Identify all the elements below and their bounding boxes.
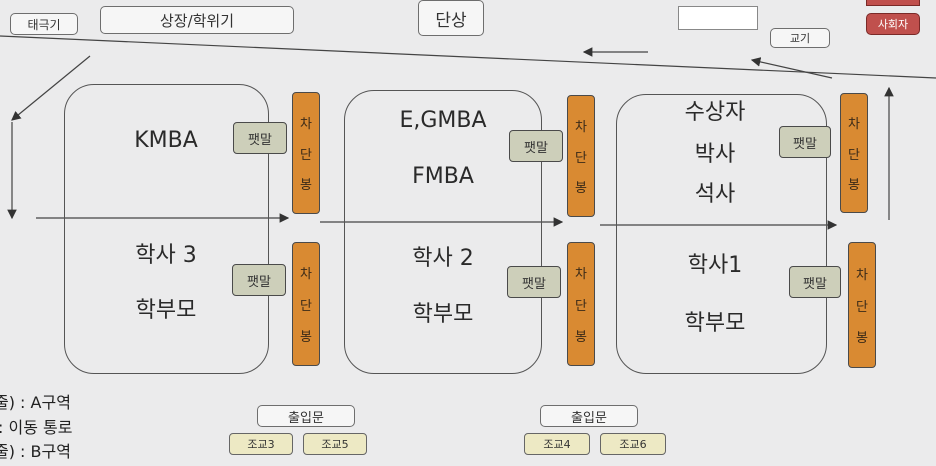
top-right-red-box bbox=[866, 0, 920, 6]
barrier-char: 단 bbox=[300, 298, 312, 314]
barrier-char: 봉 bbox=[575, 329, 587, 345]
legend-passage: : 이동 통로 bbox=[0, 418, 73, 437]
award-stand-box: 상장/학위기 bbox=[100, 6, 294, 34]
flag-label: 팻말 bbox=[522, 276, 546, 292]
emcee-label: 사회자 bbox=[877, 18, 909, 31]
zone-3 bbox=[616, 94, 827, 374]
zone-2-lower-1: 학부모 bbox=[412, 302, 474, 327]
flag-2-lower: 팻말 bbox=[507, 266, 561, 298]
barrier-char: 차 bbox=[848, 117, 860, 133]
flag-label: 팻말 bbox=[793, 136, 817, 152]
zone-2-upper-1: FMBA bbox=[412, 164, 474, 189]
barrier-char: 단 bbox=[575, 150, 587, 166]
assistant-6: 조교6 bbox=[600, 433, 666, 455]
zone-3-lower-1: 학부모 bbox=[684, 311, 746, 336]
zone-1-upper-0: KMBA bbox=[134, 128, 198, 153]
faculty-label: 교기 bbox=[789, 32, 811, 45]
barrier-char: 차 bbox=[300, 267, 312, 283]
stage-label: 단상 bbox=[435, 10, 467, 31]
stage-box: 단상 bbox=[418, 0, 484, 36]
zone-3-upper-1: 박사 bbox=[694, 142, 736, 167]
flag-label: 팻말 bbox=[803, 276, 827, 292]
zone-2 bbox=[344, 90, 542, 374]
award-stand-label: 상장/학위기 bbox=[159, 11, 235, 30]
barrier-char: 봉 bbox=[300, 329, 312, 345]
barrier-char: 봉 bbox=[856, 331, 868, 347]
legend-a-zone: 줄) : A구역 bbox=[0, 393, 71, 412]
taegukgi-box: 태극기 bbox=[10, 13, 78, 35]
assistant-5-label: 조교5 bbox=[321, 438, 349, 451]
flag-1-upper: 팻말 bbox=[233, 122, 287, 154]
zone-1-lower-1: 학부모 bbox=[135, 298, 197, 323]
flag-label: 팻말 bbox=[248, 132, 272, 148]
zone-1-lower-0: 학사 3 bbox=[135, 243, 197, 268]
flag-1-lower: 팻말 bbox=[232, 264, 286, 296]
assistant-3-label: 조교3 bbox=[247, 438, 275, 451]
faculty-box: 교기 bbox=[770, 28, 830, 48]
zone-1 bbox=[64, 84, 269, 374]
entrance-1-label: 출입문 bbox=[288, 410, 324, 426]
barrier-char: 차 bbox=[575, 267, 587, 283]
zone-3-lower-0: 학사1 bbox=[687, 253, 743, 278]
zone-3-upper-0: 수상자 bbox=[684, 100, 746, 125]
flag-3-lower: 팻말 bbox=[789, 266, 841, 298]
zone-2-upper-0: E,GMBA bbox=[399, 108, 487, 133]
zone-2-lower-0: 학사 2 bbox=[412, 246, 474, 271]
assistant-5: 조교5 bbox=[303, 433, 367, 455]
barrier-char: 단 bbox=[856, 299, 868, 315]
assistant-4-label: 조교4 bbox=[543, 438, 571, 451]
blank-box bbox=[678, 6, 758, 30]
assistant-4: 조교4 bbox=[524, 433, 590, 455]
barrier-char: 차 bbox=[575, 119, 587, 135]
barrier-char: 봉 bbox=[848, 177, 860, 193]
assistant-6-label: 조교6 bbox=[619, 438, 647, 451]
flag-3-upper: 팻말 bbox=[779, 126, 831, 158]
barrier-char: 봉 bbox=[575, 181, 587, 197]
taegukgi-label: 태극기 bbox=[27, 17, 61, 32]
zone-3-upper-2: 석사 bbox=[694, 182, 736, 207]
barrier-char: 차 bbox=[856, 267, 868, 283]
flow-arrow-right-upleft bbox=[750, 57, 833, 79]
barrier-char: 차 bbox=[300, 116, 312, 132]
assistant-3: 조교3 bbox=[229, 433, 293, 455]
entrance-2: 출입문 bbox=[540, 405, 638, 427]
barrier-char: 단 bbox=[848, 147, 860, 163]
flag-label: 팻말 bbox=[247, 274, 271, 290]
flag-2-upper: 팻말 bbox=[509, 130, 563, 162]
legend-b-zone: 줄) : B구역 bbox=[0, 442, 71, 461]
barrier-char: 봉 bbox=[300, 178, 312, 194]
flag-label: 팻말 bbox=[524, 140, 548, 156]
barrier-char: 단 bbox=[300, 147, 312, 163]
top-boundary-line bbox=[0, 35, 936, 79]
emcee-box: 사회자 bbox=[866, 13, 920, 35]
barrier-char: 단 bbox=[575, 298, 587, 314]
flow-arrow-diagonal bbox=[11, 55, 91, 121]
entrance-1: 출입문 bbox=[257, 405, 355, 427]
entrance-2-label: 출입문 bbox=[571, 410, 607, 426]
